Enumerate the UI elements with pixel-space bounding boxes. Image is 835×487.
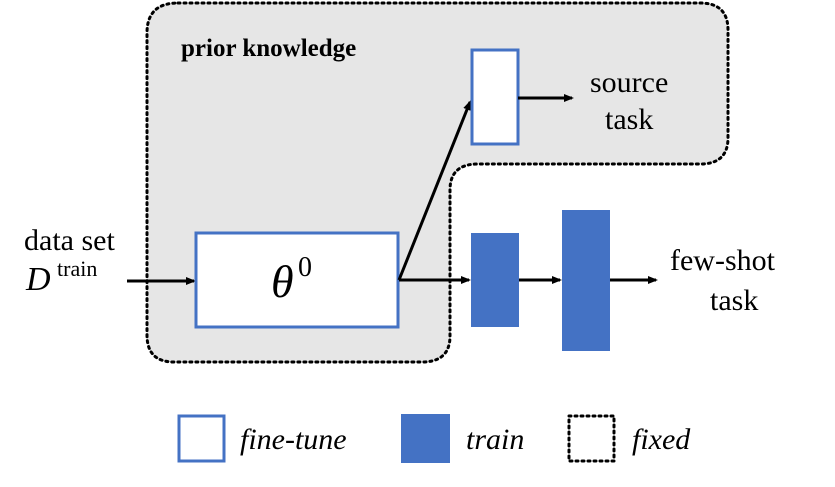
legend-fixed-label: fixed bbox=[632, 423, 691, 456]
source-task-label-2: task bbox=[605, 103, 653, 136]
legend-finetune-label: fine-tune bbox=[240, 423, 347, 456]
legend-train-swatch bbox=[401, 414, 450, 463]
input-symbol: D bbox=[25, 261, 51, 298]
backbone-symbol: θ bbox=[271, 256, 294, 307]
train-layer-1 bbox=[471, 233, 519, 327]
source-task-label-1: source bbox=[590, 66, 668, 99]
backbone-superscript: 0 bbox=[298, 252, 312, 283]
legend: fine-tune train fixed bbox=[177, 414, 691, 463]
input-label: data set bbox=[24, 224, 115, 257]
source-branch-arrow bbox=[397, 100, 472, 281]
legend-finetune-swatch bbox=[177, 414, 226, 463]
prior-knowledge-title: prior knowledge bbox=[181, 35, 356, 62]
legend-train-label: train bbox=[466, 423, 524, 456]
legend-fixed-swatch bbox=[567, 414, 616, 463]
source-head-box bbox=[470, 48, 520, 146]
backbone-box bbox=[194, 231, 400, 329]
fewshot-task-label-2: task bbox=[710, 284, 758, 317]
fewshot-task-label-1: few-shot bbox=[670, 244, 776, 277]
input-superscript: train bbox=[57, 256, 97, 281]
train-layer-2 bbox=[562, 210, 610, 351]
